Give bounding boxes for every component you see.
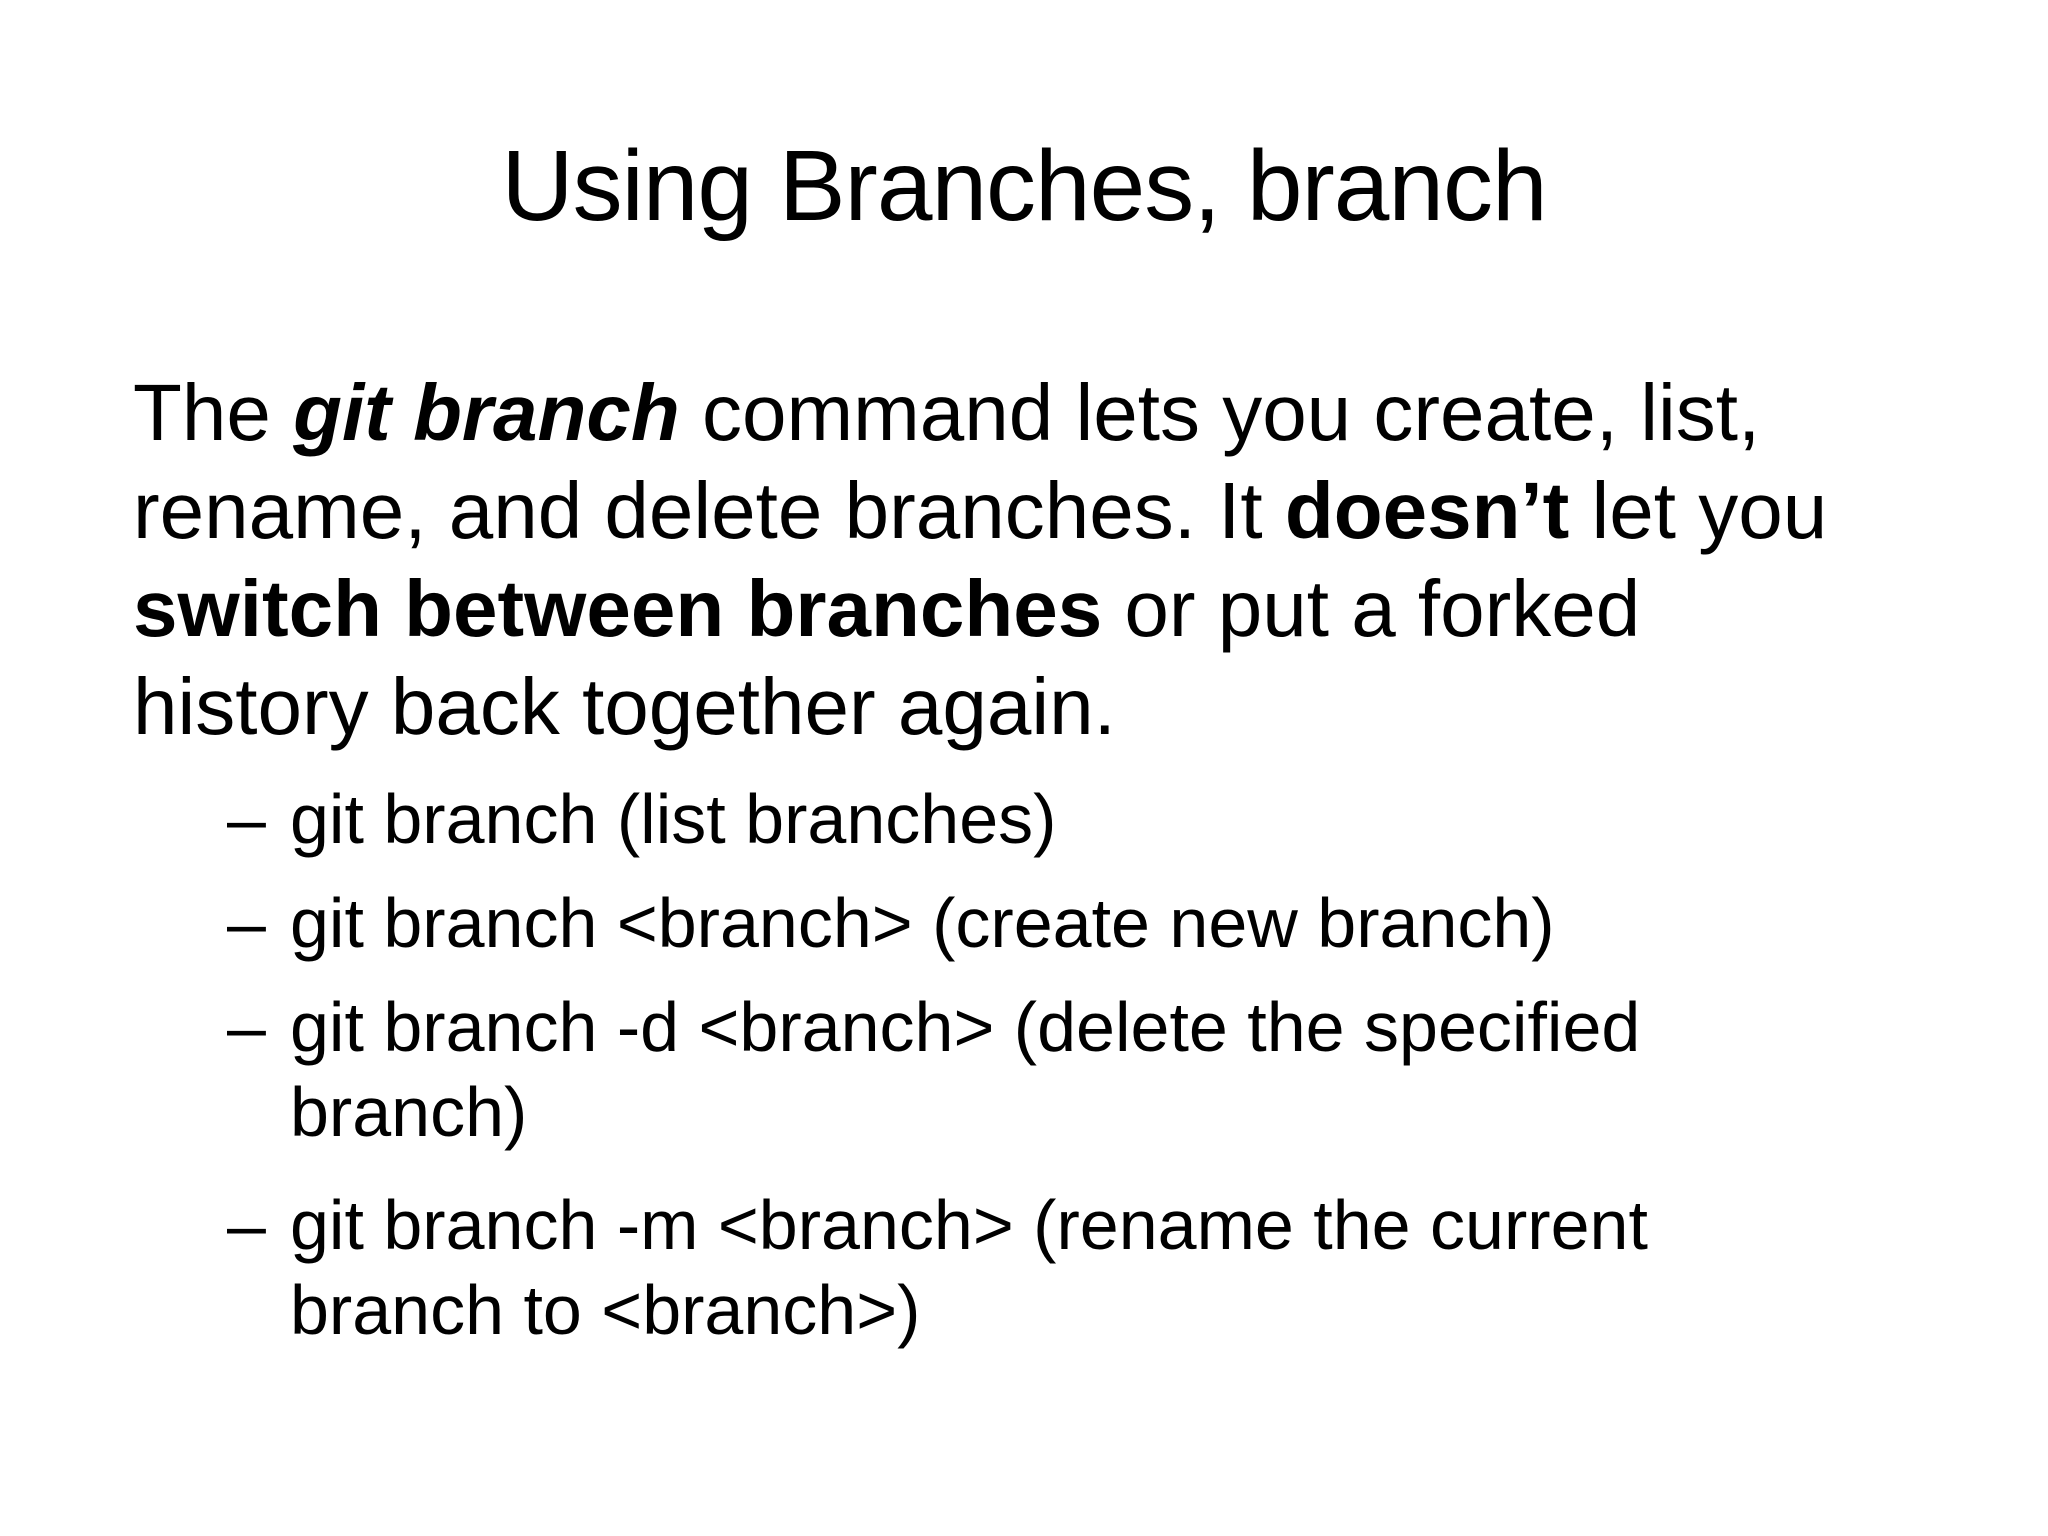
text-run: switch between branches [133,564,1103,653]
bullet-text: git branch (list branches) [290,777,1927,862]
paragraph-line: switch between branches or put a forked [133,560,1993,658]
bullet-list: –git branch (list branches)–git branch <… [227,777,1927,1353]
text-run: git branch [293,368,680,457]
bullet-text: git branch -m <branch> (rename the curre… [290,1183,1927,1353]
bullet-text: git branch -d <branch> (delete the speci… [290,985,1927,1155]
slide-title: Using Branches, branch [501,130,1547,242]
bullet-line: git branch -d <branch> (delete the speci… [290,988,1641,1066]
dash-bullet-marker: – [227,1186,266,1264]
text-run: rename, and delete branches. It [133,466,1285,555]
text-run: doesn’t [1284,466,1570,555]
paragraph-line: rename, and delete branches. It doesn’t … [133,462,1993,560]
paragraph-line: history back together again. [133,658,1993,756]
dash-bullet-marker: – [227,884,266,962]
paragraph-line: The git branch command lets you create, … [133,364,1993,462]
text-run: The [133,368,294,457]
text-run: command lets you create, list, [679,368,1761,457]
bullet-line: git branch -m <branch> (rename the curre… [290,1186,1648,1264]
text-run: history back together again. [133,662,1116,751]
dash-bullet-marker: – [227,780,266,858]
bullet-text: git branch <branch> (create new branch) [290,881,1927,966]
bullet-line: branch) [290,1073,528,1151]
text-run: or put a forked [1102,564,1641,653]
text-run: let you [1569,466,1828,555]
list-item: –git branch -d <branch> (delete the spec… [227,985,1927,1155]
bullet-line: git branch <branch> (create new branch) [290,884,1555,962]
bullet-line: git branch (list branches) [290,780,1057,858]
list-item: –git branch -m <branch> (rename the curr… [227,1183,1927,1353]
list-item: –git branch <branch> (create new branch) [227,881,1927,966]
dash-bullet-marker: – [227,988,266,1066]
body-paragraph: The git branch command lets you create, … [133,364,1993,756]
list-item: –git branch (list branches) [227,777,1927,862]
bullet-line: branch to <branch>) [290,1271,921,1349]
